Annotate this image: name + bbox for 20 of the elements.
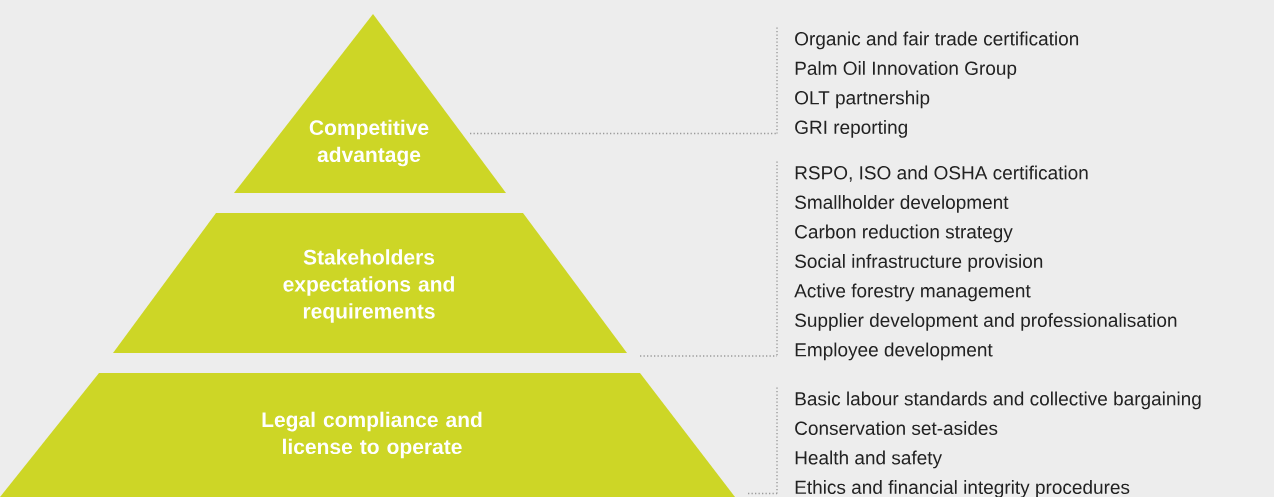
list-item: Supplier development and professionalisation [795, 313, 1177, 331]
list-item: Smallholder development [795, 195, 1009, 213]
pyramid-tier: Legal compliance and license to operate [0, 373, 735, 497]
leader-line [747, 492, 778, 495]
pyramid-tier: Stakeholders expectations and requirements [113, 213, 627, 353]
list-item: Ethics and financial integrity procedures [795, 480, 1130, 497]
list-item: Palm Oil Innovation Group [795, 61, 1017, 79]
list-item: OLT partnership [795, 90, 930, 109]
list-item: Active forestry management [794, 283, 1031, 302]
list-item: Social infrastructure provision [795, 254, 1043, 272]
list-item: RSPO, ISO and OSHA certification [795, 165, 1088, 182]
list-item: Conservation set-asides [795, 421, 998, 436]
list-item: Carbon reduction strategy [795, 224, 1013, 243]
list-item: GRI reporting [795, 120, 907, 138]
pyramid-tier: Competitive advantage [234, 14, 506, 193]
list-item: Health and safety [795, 450, 942, 469]
list-item: Organic and fair trade certification [795, 31, 1079, 50]
list-item: Basic labour standards and collective bargaining [795, 391, 1201, 410]
leader-line [469, 132, 778, 135]
list-item: Employee development [795, 342, 993, 361]
